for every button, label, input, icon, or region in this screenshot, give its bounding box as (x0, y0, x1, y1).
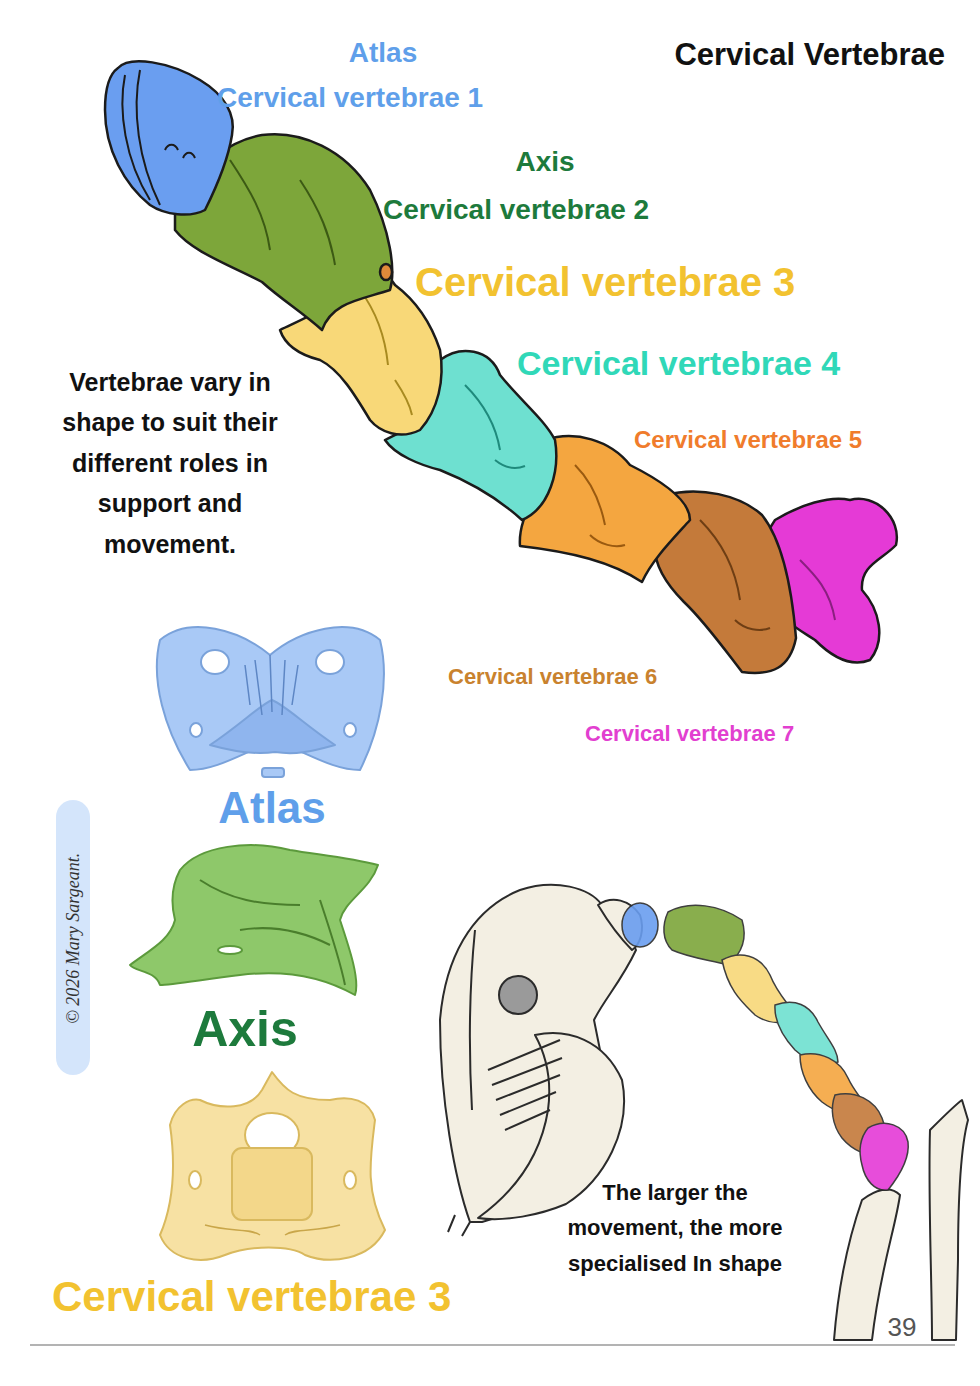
note-text: Vertebrae vary in shape to suit their di… (33, 362, 308, 565)
horse-neck-vertebrae (622, 903, 908, 1190)
axis-illustration (130, 845, 378, 995)
vertebra-atlas (105, 61, 233, 214)
horse-neck-vertebrae-part (622, 903, 658, 947)
c3-illustration-part (189, 1171, 201, 1189)
atlas-illustration-part (262, 768, 284, 777)
part-name: Cervical vertebrae 1 (217, 82, 483, 114)
figure-title: Cervical vertebrae 3 (52, 1273, 451, 1321)
axis-illustration-part (130, 845, 378, 995)
figure-title: Atlas (218, 783, 326, 834)
atlas-illustration-part (344, 723, 356, 737)
watermark-ground (56, 800, 90, 1075)
figure-title: Axis (192, 1001, 298, 1059)
part-name: Cervical vertebrae 6 (448, 664, 657, 689)
atlas-illustration-part (157, 627, 384, 770)
horse-neck-vertebrae-part (860, 1123, 908, 1190)
part-name: Axis (515, 146, 574, 178)
vertebra-axis-part (230, 160, 335, 265)
watermark: © 2026 Mary Sargeant. (63, 853, 84, 1024)
part-name: Cervical vertebrae 2 (383, 194, 649, 226)
vertebra-atlas-part (165, 145, 195, 158)
vertebra-c6-part (700, 520, 770, 630)
watermark-ground-part (56, 800, 90, 1075)
part-name: Cervical vertebrae 5 (634, 426, 862, 454)
footer-rule-part (30, 1344, 955, 1346)
vertebra-axis-part (380, 264, 392, 280)
atlas-illustration-part (245, 655, 298, 715)
note-text: The larger the movement, the more specia… (555, 1175, 795, 1281)
c3-illustration (160, 1072, 385, 1260)
part-name: Atlas (349, 37, 417, 69)
c3-illustration-part (344, 1171, 356, 1189)
part-name: Cervical vertebrae 3 (415, 259, 795, 305)
c3-illustration-part (205, 1225, 340, 1235)
horse-skull-part (448, 930, 475, 1236)
part-name: Cervical vertebrae 7 (585, 721, 794, 746)
axis-illustration-part (200, 880, 345, 985)
vertebra-c7-part (800, 560, 835, 620)
atlas-illustration-part (190, 723, 202, 737)
page-title: Cervical Vertebrae (674, 37, 945, 73)
horse-skull-part (488, 1040, 562, 1130)
horse-skull-part (478, 1033, 624, 1219)
vertebra-c5-part (575, 465, 625, 546)
c3-illustration-part (232, 1148, 312, 1220)
atlas-illustration-part (201, 650, 229, 674)
horse-skull-part (499, 976, 537, 1014)
vertebra-atlas-part (122, 70, 160, 205)
horse-shoulder-part (929, 1100, 968, 1340)
page-number: 39 (888, 1313, 917, 1343)
vertebra-c4-part (465, 385, 525, 468)
footer-rule (30, 1345, 955, 1346)
axis-illustration-part (218, 946, 242, 954)
vertebra-atlas-part (105, 61, 233, 214)
vertebra-c3-part (360, 290, 412, 415)
atlas-illustration (157, 627, 384, 777)
atlas-illustration-part (316, 650, 344, 674)
part-name: Cervical vertebrae 4 (517, 344, 840, 383)
c3-illustration-part (160, 1072, 385, 1260)
